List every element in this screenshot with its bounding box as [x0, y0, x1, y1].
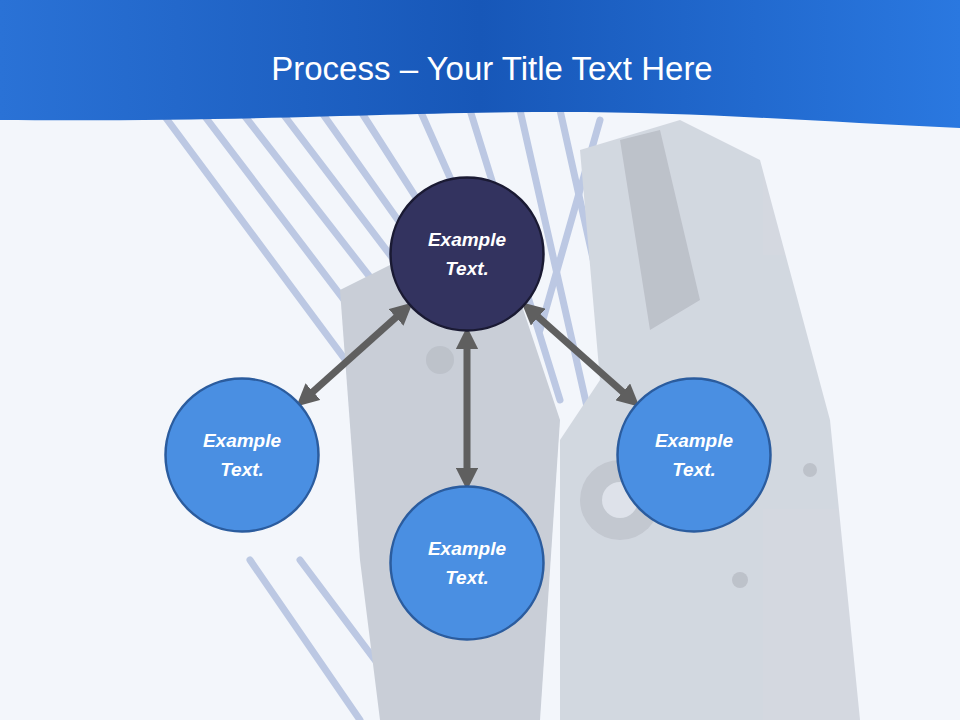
node-text: Example Text.: [187, 426, 297, 484]
circle-outline: [616, 377, 772, 533]
slide-title: Process – Your Title Text Here: [0, 50, 960, 88]
step-circle: Example Text.: [616, 377, 772, 533]
node-content: Example Text.: [164, 377, 320, 533]
node-text: Example Text.: [412, 225, 522, 283]
double-arrow: [530, 310, 631, 400]
node-text: Example Text.: [412, 534, 522, 592]
double-arrow: [305, 310, 405, 399]
main-circle: Example Text.: [389, 176, 545, 332]
node-content: Example Text.: [616, 377, 772, 533]
node-content: Example Text.: [389, 176, 545, 332]
step-circle: Example Text.: [389, 485, 545, 641]
circle-outline: [164, 377, 320, 533]
node-text: Example Text.: [639, 426, 749, 484]
step-circle: Example Text.: [164, 377, 320, 533]
circle-outline: [389, 176, 545, 332]
node-content: Example Text.: [389, 485, 545, 641]
double-arrow: [464, 338, 471, 479]
circle-outline: [389, 485, 545, 641]
